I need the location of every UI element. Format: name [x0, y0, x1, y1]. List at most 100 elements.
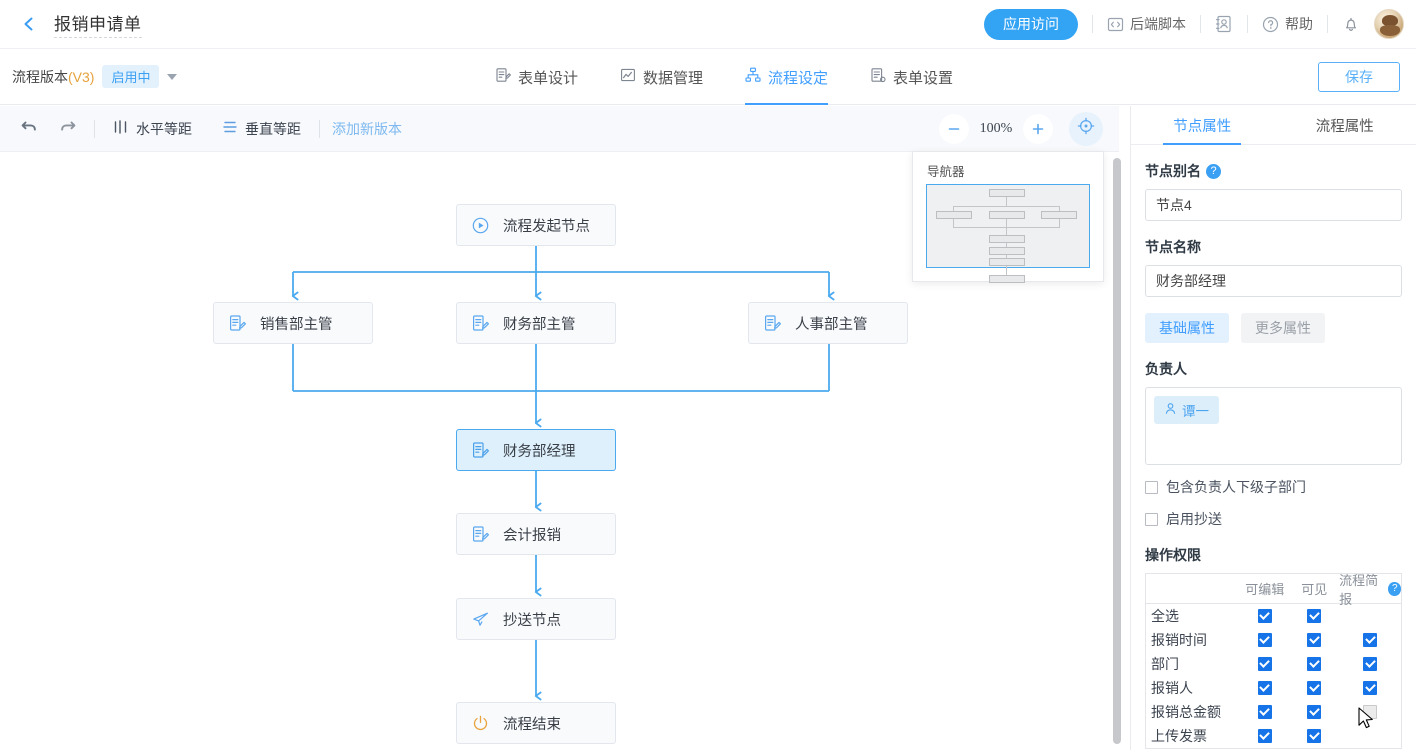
- vertical-distribute-button[interactable]: 垂直等距: [216, 115, 307, 143]
- divider: [1247, 15, 1248, 33]
- segment-more-properties[interactable]: 更多属性: [1241, 313, 1325, 343]
- back-icon[interactable]: [10, 0, 48, 49]
- help-icon[interactable]: ?: [1388, 581, 1401, 596]
- permission-row-label: 报销时间: [1151, 632, 1207, 648]
- owner-chip[interactable]: 谭一: [1154, 396, 1219, 424]
- app-access-button[interactable]: 应用访问: [984, 8, 1078, 40]
- minimap-node: [989, 211, 1025, 219]
- permission-cell: [1339, 681, 1401, 695]
- fit-to-screen-button[interactable]: [1069, 111, 1103, 146]
- permission-checkbox-editable[interactable]: [1257, 657, 1272, 671]
- navigator-minimap[interactable]: [926, 184, 1090, 283]
- owner-chip-label: 谭一: [1182, 404, 1209, 419]
- permission-checkbox-editable[interactable]: [1257, 729, 1272, 743]
- permission-checkbox-visible[interactable]: [1307, 609, 1322, 623]
- flow-node-start[interactable]: 流程发起节点: [456, 204, 616, 246]
- permission-checkbox-brief[interactable]: [1363, 705, 1378, 719]
- zoom-out-button[interactable]: [939, 113, 969, 144]
- table-row: 报销总金额: [1146, 700, 1401, 724]
- tab-form-settings[interactable]: 表单设置: [870, 49, 953, 105]
- permission-checkbox-editable[interactable]: [1257, 609, 1272, 623]
- flow-node-cc[interactable]: 抄送节点: [456, 598, 616, 640]
- permission-cell: [1339, 705, 1401, 719]
- checkbox-enable-cc[interactable]: 启用抄送: [1145, 509, 1402, 529]
- owner-select-box[interactable]: 谭一: [1145, 387, 1402, 465]
- minimap-edge: [953, 219, 954, 227]
- permission-checkbox-visible[interactable]: [1307, 633, 1322, 647]
- checkbox-include-subdept[interactable]: 包含负责人下级子部门: [1145, 477, 1402, 497]
- flow-node-finance-manager[interactable]: 财务部经理: [456, 429, 616, 471]
- chevron-down-icon[interactable]: [167, 73, 178, 80]
- help-label: 帮助: [1285, 16, 1313, 32]
- permission-checkbox-editable[interactable]: [1257, 705, 1272, 719]
- permission-checkbox-visible[interactable]: [1307, 657, 1322, 671]
- permission-checkbox-visible[interactable]: [1307, 681, 1322, 695]
- permission-row-label: 全选: [1151, 608, 1179, 624]
- redo-button[interactable]: [52, 114, 82, 144]
- permission-cell: [1240, 633, 1290, 647]
- permission-row-label: 报销人: [1151, 680, 1193, 696]
- flow-node-label: 人事部主管: [795, 316, 868, 333]
- permission-checkbox-brief[interactable]: [1363, 681, 1378, 695]
- node-alias-label: 节点别名 ?: [1145, 161, 1402, 181]
- backend-script-button[interactable]: 后端脚本: [1107, 14, 1186, 34]
- canvas-vertical-scrollbar[interactable]: [1113, 158, 1121, 744]
- segment-basic-properties[interactable]: 基础属性: [1145, 313, 1229, 343]
- page-title[interactable]: 报销申请单: [54, 10, 142, 38]
- tab-data-management[interactable]: 数据管理: [620, 49, 703, 105]
- tab-label: 表单设置: [893, 69, 954, 87]
- property-segment-group: 基础属性 更多属性: [1145, 313, 1402, 343]
- permission-checkbox-brief[interactable]: [1363, 657, 1378, 671]
- version-status-badge[interactable]: 启用中: [102, 65, 160, 88]
- flow-node-sales-supervisor[interactable]: 销售部主管: [213, 302, 373, 344]
- help-icon[interactable]: ?: [1206, 163, 1221, 179]
- minimap-edge: [953, 206, 954, 212]
- version-selector[interactable]: 流程版本(V3) 启用中: [12, 65, 178, 88]
- properties-panel: 节点属性 流程属性 节点别名 ? 节点名称 基础属性 更多属性 负责人: [1130, 106, 1416, 750]
- tab-flow-properties[interactable]: 流程属性: [1315, 118, 1374, 135]
- permission-cell: [1339, 633, 1401, 647]
- permission-row-label: 部门: [1151, 656, 1179, 672]
- undo-button[interactable]: [14, 114, 44, 144]
- minimap-node: [989, 258, 1025, 266]
- zoom-in-button[interactable]: [1023, 113, 1053, 144]
- person-icon: [1164, 402, 1177, 418]
- permission-checkbox-visible[interactable]: [1307, 729, 1322, 743]
- permission-checkbox-visible[interactable]: [1307, 705, 1322, 719]
- approval-doc-icon: [457, 441, 503, 460]
- avatar[interactable]: [1374, 9, 1404, 39]
- node-name-input[interactable]: [1145, 265, 1402, 297]
- play-circle-icon: [457, 216, 503, 235]
- flow-node-end[interactable]: 流程结束: [456, 702, 616, 744]
- tab-form-design[interactable]: 表单设计: [495, 49, 578, 105]
- permissions-label: 操作权限: [1145, 547, 1201, 563]
- version-label: 流程版本(V3): [12, 67, 94, 87]
- redo-icon: [58, 117, 77, 141]
- question-circle-icon: [1262, 16, 1279, 33]
- flow-node-hr-supervisor[interactable]: 人事部主管: [748, 302, 908, 344]
- approval-doc-icon: [749, 314, 795, 333]
- add-new-version-button[interactable]: 添加新版本: [332, 120, 402, 137]
- flow-node-label: 流程结束: [503, 716, 561, 733]
- tab-label: 流程设定: [768, 69, 829, 87]
- help-button[interactable]: 帮助: [1262, 14, 1313, 34]
- flow-icon: [745, 67, 761, 87]
- node-alias-label-text: 节点别名: [1145, 163, 1201, 179]
- permission-checkbox-editable[interactable]: [1257, 681, 1272, 695]
- permission-cell: [1290, 657, 1340, 671]
- notifications-button[interactable]: [1342, 15, 1360, 33]
- node-alias-input[interactable]: [1145, 189, 1402, 221]
- permission-checkbox-editable[interactable]: [1257, 633, 1272, 647]
- data-chart-icon: [620, 67, 636, 87]
- plus-icon: [1032, 123, 1044, 134]
- contacts-button[interactable]: [1215, 15, 1233, 33]
- horizontal-distribute-button[interactable]: 水平等距: [107, 115, 198, 143]
- permission-checkbox-brief[interactable]: [1363, 633, 1378, 647]
- tab-node-properties[interactable]: 节点属性: [1131, 106, 1274, 144]
- flow-node-finance-supervisor[interactable]: 财务部主管: [456, 302, 616, 344]
- permission-cell: [1339, 657, 1401, 671]
- tab-flow-settings[interactable]: 流程设定: [745, 49, 829, 105]
- flow-node-accounting[interactable]: 会计报销: [456, 513, 616, 555]
- save-button[interactable]: 保存: [1318, 62, 1400, 92]
